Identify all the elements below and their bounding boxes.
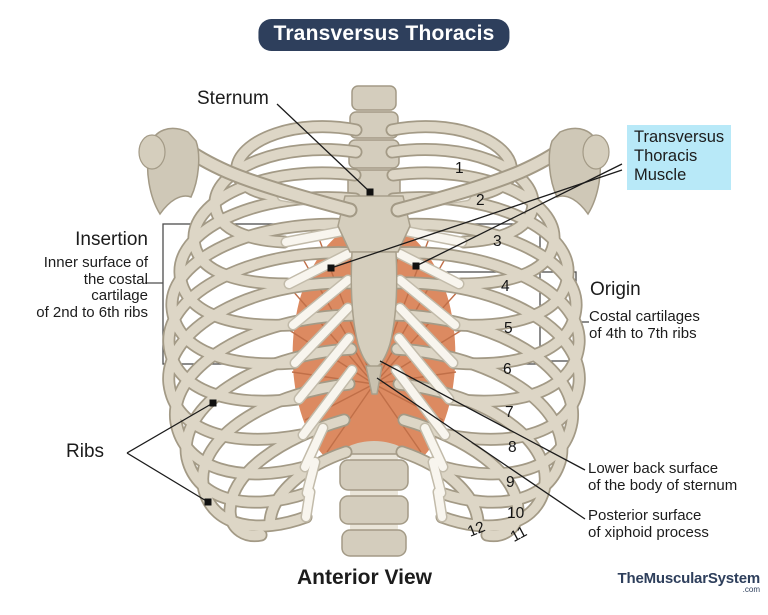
ribs-label: Ribs	[66, 441, 105, 462]
rib-number-10: 10	[507, 505, 525, 522]
muscle-dot-right	[412, 262, 420, 270]
rib-number-5: 5	[504, 320, 513, 337]
upper-spine	[347, 85, 401, 201]
sternum-back-label: Lower back surface of the body of sternu…	[588, 460, 738, 494]
rib-number-9: 9	[506, 474, 515, 491]
rib-number-4: 4	[501, 278, 510, 295]
view-label: Anterior View	[297, 566, 432, 589]
rib-number-1: 1	[455, 160, 464, 177]
sternum-back-leader	[379, 360, 586, 471]
xiphoid-process-shape	[365, 365, 383, 395]
muscle-leader-left	[330, 169, 623, 269]
origin-description: Costal cartilages of 4th to 7th ribs	[589, 308, 700, 342]
sternum-label: Sternum	[197, 88, 269, 109]
brand-suffix: .com	[742, 585, 760, 594]
ribs-leader-upper	[126, 402, 214, 454]
muscle-dot-left	[327, 264, 335, 272]
leader-lines	[126, 103, 623, 520]
insertion-description: Inner surface of the costal cartilage of…	[36, 254, 148, 321]
rib-number-7: 7	[505, 404, 514, 421]
origin-title: Origin	[590, 279, 641, 300]
marker-dots	[204, 188, 420, 506]
muscle-highlight-label: Transversus Thoracis Muscle	[627, 125, 732, 190]
xiphoid-label: Posterior surface of xiphoid process	[588, 507, 709, 541]
rib-number-2: 2	[476, 192, 485, 209]
rib-number-8: 8	[508, 439, 517, 456]
ribs-dot-lower	[204, 498, 212, 506]
xiphoid-leader	[376, 377, 586, 520]
brand-watermark: TheMuscularSystem .com	[617, 570, 761, 594]
rib-number-3: 3	[493, 233, 502, 250]
brand-name: TheMuscularSystem	[617, 570, 761, 587]
page-title: Transversus Thoracis	[258, 19, 510, 51]
sternum-dot	[366, 188, 374, 196]
ribs-dot-upper	[209, 399, 217, 407]
insertion-title: Insertion	[75, 229, 148, 250]
ribs-leader-lower	[126, 452, 209, 503]
rib-number-6: 6	[503, 361, 512, 378]
sternum-leader	[276, 103, 371, 193]
